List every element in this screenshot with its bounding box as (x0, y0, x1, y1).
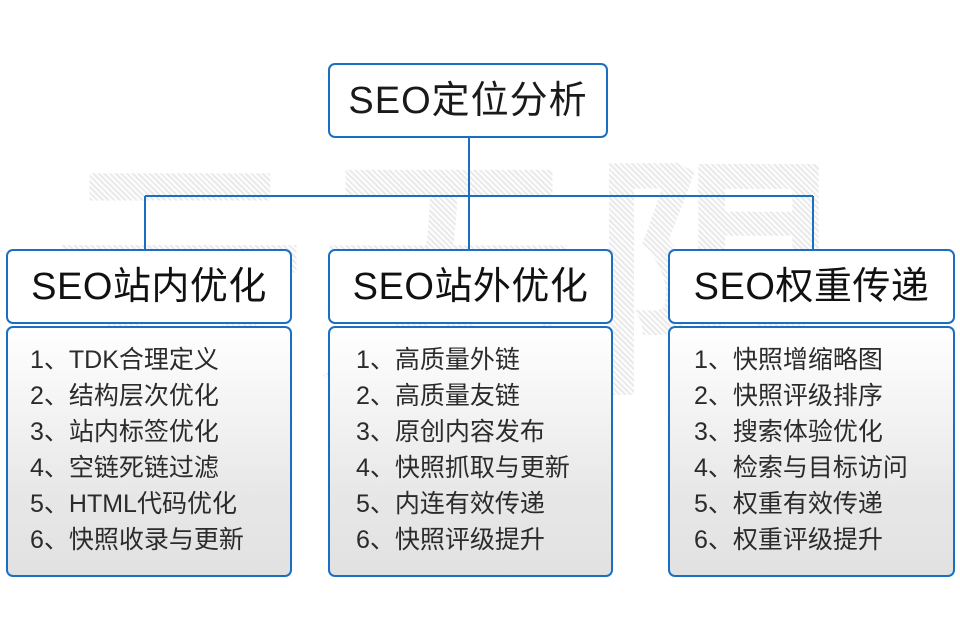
branch-column-3: SEO权重传递 1、快照增缩略图 2、快照评级排序 3、搜索体验优化 4、检索与… (668, 249, 955, 577)
list-item: 5、权重有效传递 (694, 490, 883, 518)
branch-column-1: SEO站内优化 1、TDK合理定义 2、结构层次优化 3、站内标签优化 4、空链… (6, 249, 292, 577)
branch-list-2: 1、高质量外链 2、高质量友链 3、原创内容发布 4、快照抓取与更新 5、内连有… (330, 342, 611, 558)
list-item: 3、搜索体验优化 (694, 418, 883, 446)
branch-column-2: SEO站外优化 1、高质量外链 2、高质量友链 3、原创内容发布 4、快照抓取与… (328, 249, 613, 577)
list-item: 2、结构层次优化 (30, 382, 219, 410)
branch-header-title-2: SEO站外优化 (352, 265, 589, 308)
branch-header-title-3: SEO权重传递 (693, 265, 930, 308)
root-node[interactable]: SEO定位分析 (328, 63, 608, 138)
list-item: 2、高质量友链 (356, 382, 520, 410)
list-item: 5、内连有效传递 (356, 490, 545, 518)
list-item: 5、HTML代码优化 (30, 490, 237, 518)
branch-list-1: 1、TDK合理定义 2、结构层次优化 3、站内标签优化 4、空链死链过滤 5、H… (8, 342, 290, 558)
list-item: 1、TDK合理定义 (30, 346, 219, 374)
list-item: 4、空链死链过滤 (30, 454, 219, 482)
branch-header-3[interactable]: SEO权重传递 (668, 249, 955, 324)
list-item: 6、快照评级提升 (356, 526, 545, 554)
branch-body-3: 1、快照增缩略图 2、快照评级排序 3、搜索体验优化 4、检索与目标访问 5、权… (668, 326, 955, 577)
branch-body-1: 1、TDK合理定义 2、结构层次优化 3、站内标签优化 4、空链死链过滤 5、H… (6, 326, 292, 577)
list-item: 1、高质量外链 (356, 346, 520, 374)
branch-header-1[interactable]: SEO站内优化 (6, 249, 292, 324)
branch-header-title-1: SEO站内优化 (31, 265, 267, 308)
branch-header-2[interactable]: SEO站外优化 (328, 249, 613, 324)
list-item: 3、站内标签优化 (30, 418, 219, 446)
root-node-title: SEO定位分析 (348, 79, 588, 122)
list-item: 6、快照收录与更新 (30, 526, 244, 554)
list-item: 4、检索与目标访问 (694, 454, 908, 482)
list-item: 3、原创内容发布 (356, 418, 545, 446)
list-item: 6、权重评级提升 (694, 526, 883, 554)
list-item: 1、快照增缩略图 (694, 346, 883, 374)
branch-list-3: 1、快照增缩略图 2、快照评级排序 3、搜索体验优化 4、检索与目标访问 5、权… (670, 342, 953, 558)
list-item: 2、快照评级排序 (694, 382, 883, 410)
branch-body-2: 1、高质量外链 2、高质量友链 3、原创内容发布 4、快照抓取与更新 5、内连有… (328, 326, 613, 577)
list-item: 4、快照抓取与更新 (356, 454, 570, 482)
